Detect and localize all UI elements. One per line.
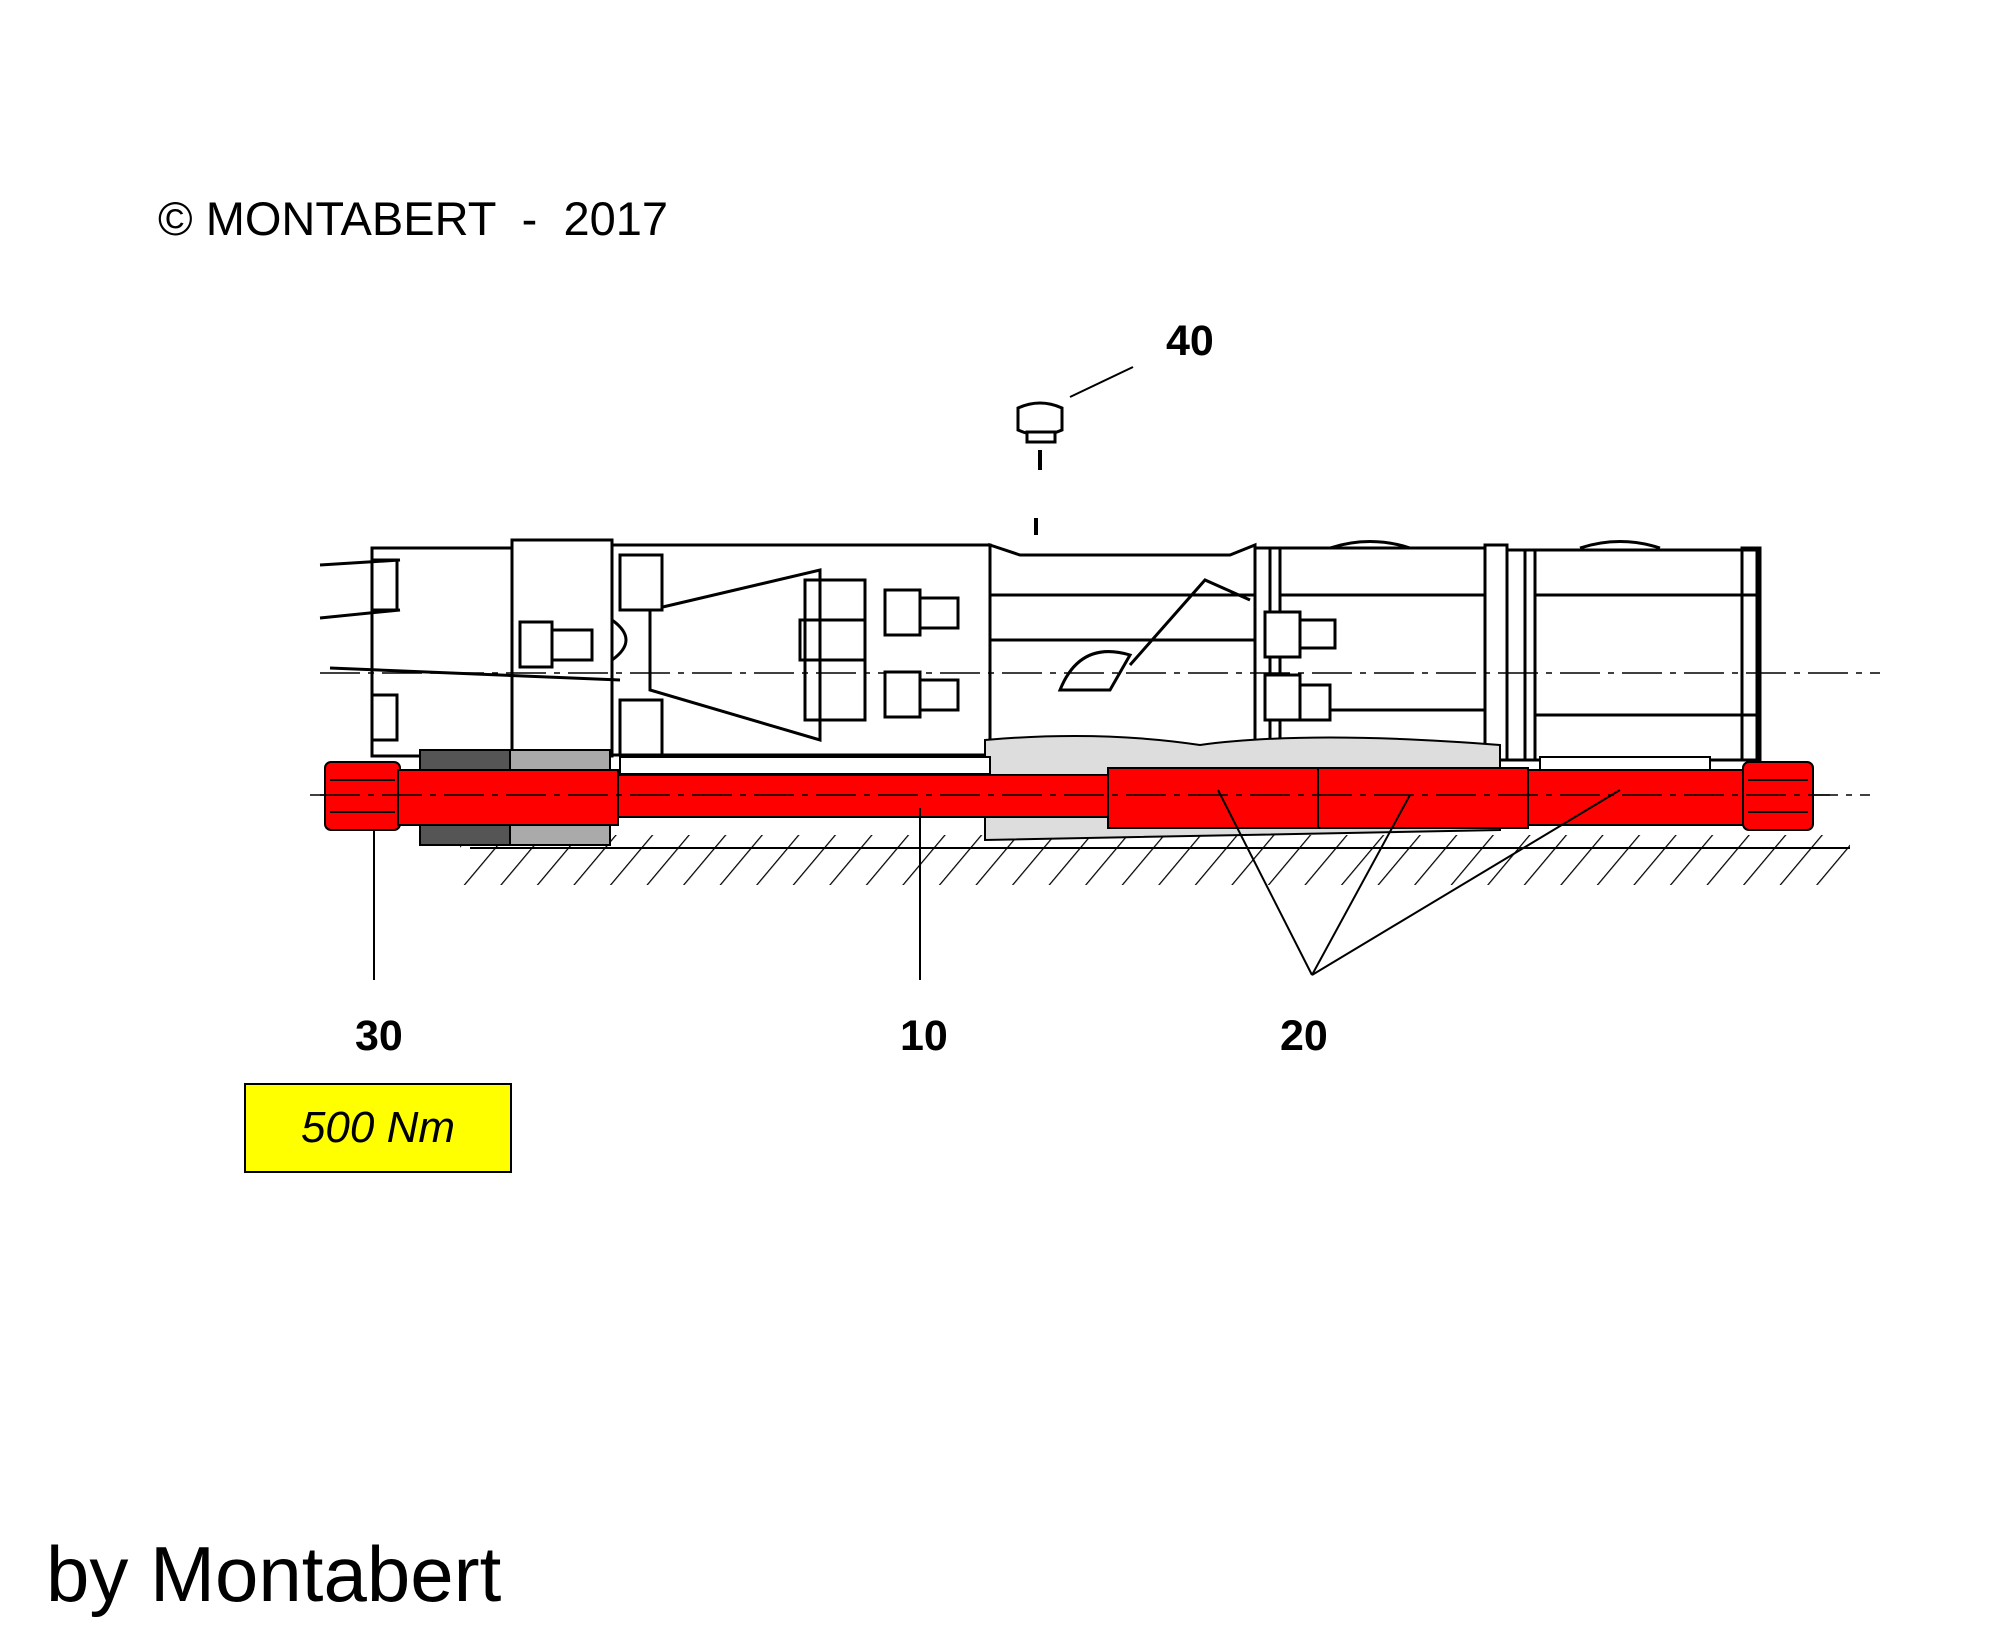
callout-20: 20 — [1280, 1012, 1328, 1060]
leader-lines — [373, 366, 1621, 980]
nut-left-part-30 — [324, 761, 401, 831]
ground-hatching — [460, 835, 1850, 885]
bushing-part-20a — [1107, 767, 1319, 829]
rod-left-sleeve — [397, 769, 619, 826]
bushing-part-20b — [1317, 767, 1529, 829]
torque-value: 500 Nm — [300, 1103, 456, 1152]
tie-rod-part-10 — [617, 774, 1109, 818]
plug-part-40 — [1016, 401, 1064, 535]
tie-rod-assembly — [320, 761, 1830, 831]
footer-credit: by Montabert — [46, 1530, 502, 1618]
callout-10: 10 — [900, 1012, 948, 1060]
bushing-part-20c — [1527, 769, 1744, 826]
copyright-notice: © MONTABERT - 2017 — [158, 192, 669, 245]
housing-nuts — [518, 553, 1337, 757]
callout-40: 40 — [1166, 317, 1214, 365]
nut-right — [1742, 761, 1814, 831]
callout-30: 30 — [355, 1012, 403, 1060]
torque-spec-box: 500 Nm — [244, 1083, 512, 1173]
